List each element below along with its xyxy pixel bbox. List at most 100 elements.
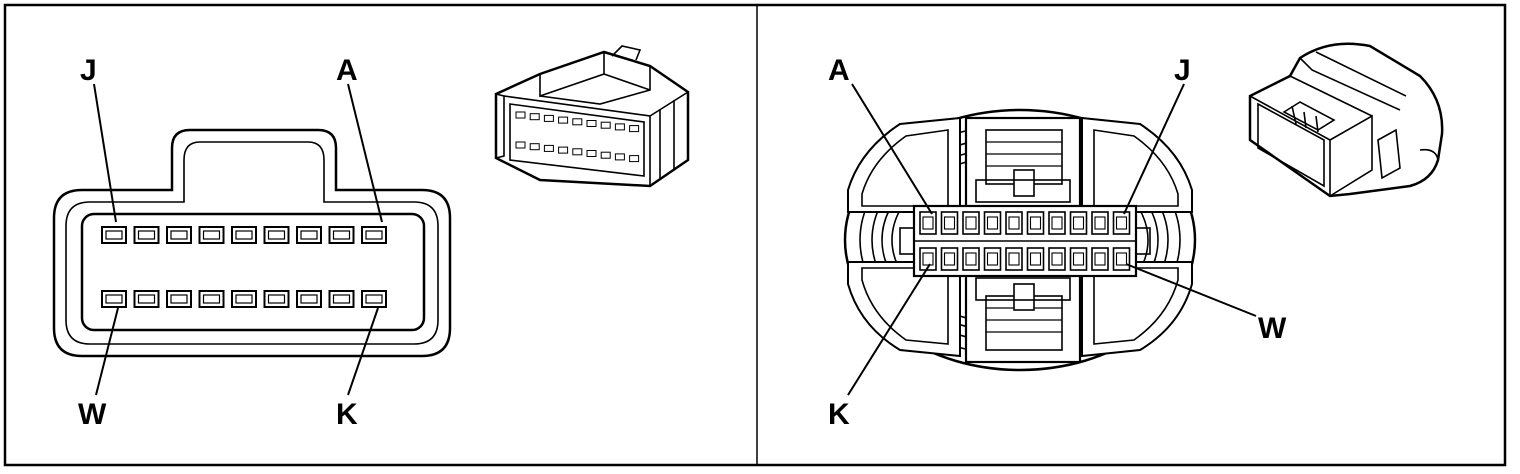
label-pin-j: J	[80, 54, 97, 87]
left-pin-terminal	[202, 230, 221, 240]
left-pin-terminal	[170, 230, 188, 240]
right-pin-terminal	[986, 252, 999, 266]
right-pin-cavity-slot	[962, 211, 980, 235]
left-pin-terminal	[202, 294, 221, 304]
left-pin-terminal	[300, 294, 318, 304]
isometric-pin	[614, 123, 625, 131]
right-pin-terminal	[922, 252, 934, 266]
label-pin-w: W	[78, 398, 107, 431]
right-pin-terminal	[1051, 252, 1063, 266]
isometric-pin	[600, 151, 611, 159]
left-pin-terminal	[267, 294, 286, 304]
left-pin-terminal	[235, 230, 253, 240]
isometric-pin	[572, 118, 583, 126]
right-pin-cavity-slot	[1005, 247, 1023, 271]
left-pin-terminal	[105, 230, 123, 240]
callout-line-w-right	[1125, 263, 1257, 317]
isometric-pin	[586, 150, 597, 157]
isometric-pin	[558, 146, 569, 154]
right-oval-outer	[843, 108, 1197, 372]
right-callouts: A J W K	[828, 54, 1287, 431]
right-pin-terminal	[1072, 252, 1085, 266]
right-pin-cavity-slot	[1026, 247, 1045, 271]
callout-line-k-right	[847, 263, 931, 396]
right-pin-terminal	[1008, 252, 1020, 266]
right-pin-cavity-slot	[1091, 211, 1109, 235]
right-pin-terminal	[1094, 216, 1106, 230]
left-callouts: J A W K	[78, 54, 383, 431]
isometric-pin	[629, 155, 640, 163]
right-pin-terminal	[922, 216, 934, 230]
right-pin-terminal	[1029, 252, 1042, 266]
right-pin-cavity-slot	[1112, 247, 1131, 271]
isometric-pin	[558, 116, 569, 124]
right-pin-terminal	[1115, 252, 1128, 266]
left-pin-terminal	[300, 230, 318, 240]
isometric-pin	[600, 121, 611, 129]
right-connector-isometric	[1248, 42, 1444, 198]
right-pin-terminal	[1094, 252, 1106, 266]
left-pin-terminal	[137, 294, 156, 304]
isometric-pin	[629, 125, 640, 133]
label-pin-j-right: J	[1174, 54, 1191, 87]
right-pin-cavity-slot	[1069, 211, 1088, 235]
left-pin-cavity	[80, 212, 426, 332]
right-pin-cavity-slot	[1069, 247, 1088, 271]
right-pin-terminal	[943, 252, 956, 266]
left-isometric-pins	[515, 111, 640, 163]
right-pin-cavity-slot	[1048, 247, 1066, 271]
callout-line-w	[95, 307, 119, 396]
right-pin-cavity-slot	[983, 211, 1002, 235]
right-pin-grid	[919, 211, 1131, 271]
label-pin-k-right: K	[828, 398, 850, 431]
left-pin-terminal	[267, 230, 286, 240]
callout-line-j	[93, 83, 117, 223]
label-pin-a-right: A	[828, 54, 850, 87]
left-pin-terminal	[332, 294, 351, 304]
callout-line-k	[347, 307, 379, 396]
left-connector-isometric	[494, 45, 690, 188]
right-pin-cavity-slot	[1026, 211, 1045, 235]
left-pin-terminal	[170, 294, 188, 304]
right-pin-cavity-slot	[962, 247, 980, 271]
label-pin-a: A	[336, 54, 358, 87]
left-pin-terminal	[365, 294, 383, 304]
isometric-pin	[515, 141, 526, 149]
right-pin-cavity-slot	[940, 247, 959, 271]
right-pin-cavity-slot	[1005, 211, 1023, 235]
right-pin-cavity-slot	[1048, 211, 1066, 235]
callout-line-a-right	[851, 83, 933, 215]
right-pin-terminal	[965, 216, 977, 230]
right-pin-terminal	[1051, 216, 1063, 230]
right-pin-cavity-slot	[1091, 247, 1109, 271]
left-pin-grid	[101, 226, 387, 308]
right-pin-terminal	[1072, 216, 1085, 230]
left-housing-outline	[52, 128, 452, 358]
right-pin-terminal	[1029, 216, 1042, 230]
isometric-pin	[515, 111, 526, 119]
right-pin-cavity-slot	[983, 247, 1002, 271]
left-pin-terminal	[137, 230, 156, 240]
callout-line-j-right	[1123, 83, 1185, 215]
outer-frame	[3, 3, 1507, 467]
left-pin-terminal	[365, 230, 383, 240]
isometric-pin	[529, 143, 540, 151]
left-pin-terminal	[235, 294, 253, 304]
right-pin-cavity-slot	[940, 211, 959, 235]
callout-line-a	[347, 83, 383, 223]
isometric-pin	[543, 114, 554, 122]
left-housing-inner-outline	[65, 141, 439, 345]
right-pin-terminal	[986, 216, 999, 230]
left-pin-terminal	[332, 230, 351, 240]
left-pin-terminal	[105, 294, 123, 304]
isometric-pin	[529, 113, 540, 121]
right-pin-cavity-slot	[1112, 211, 1131, 235]
isometric-pin	[614, 153, 625, 161]
isometric-pin	[586, 120, 597, 127]
isometric-pin	[572, 148, 583, 156]
right-pin-terminal	[1008, 216, 1020, 230]
label-pin-w-right: W	[1258, 312, 1287, 345]
right-pin-terminal	[943, 216, 956, 230]
